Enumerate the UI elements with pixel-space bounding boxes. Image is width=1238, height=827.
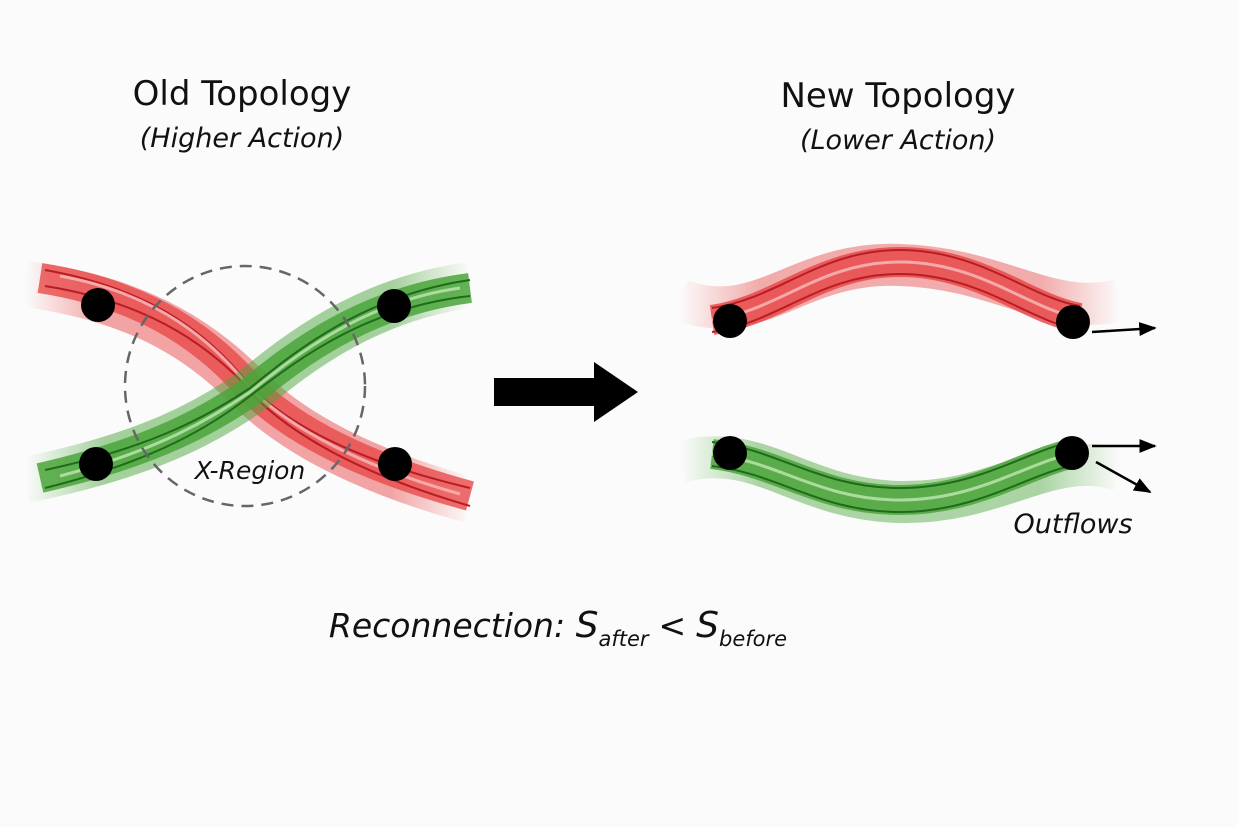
reconnection-caption: Reconnection: Safter<Sbefore [329,605,787,651]
footpoint-new-green-right [1055,436,1089,470]
caption-prefix: Reconnection: [329,606,576,645]
footpoint-old-bottom-right [378,447,412,481]
relation-symbol: < [659,606,687,645]
x-region-circle [123,264,367,508]
footpoint-new-red-left [713,304,747,338]
footpoint-old-top-right [377,289,411,323]
s-before-subscript: before [719,627,787,651]
footpoint-old-top-left [81,288,115,322]
old-topology-title: Old Topology [133,74,352,114]
s-before-symbol: S [696,605,719,646]
outflow-arrow-red [1091,322,1157,336]
green-flux-tube-new [674,436,1127,524]
old-topology-subtitle: (Higher Action) [140,123,344,154]
footpoint-new-red-right [1056,305,1090,339]
footpoint-new-green-left [713,436,747,470]
outflows-label: Outflows [1013,509,1132,540]
s-after-symbol: S [576,605,599,646]
outflow-arrow-green-lower [1095,460,1152,494]
new-topology-title: New Topology [780,76,1015,116]
s-after-subscript: after [598,627,649,651]
new-topology-subtitle: (Lower Action) [800,125,996,156]
red-flux-tube-new [672,243,1126,335]
right-arrow-icon [494,362,638,422]
footpoint-old-bottom-left [79,447,113,481]
x-region-label: X-Region [193,456,306,485]
